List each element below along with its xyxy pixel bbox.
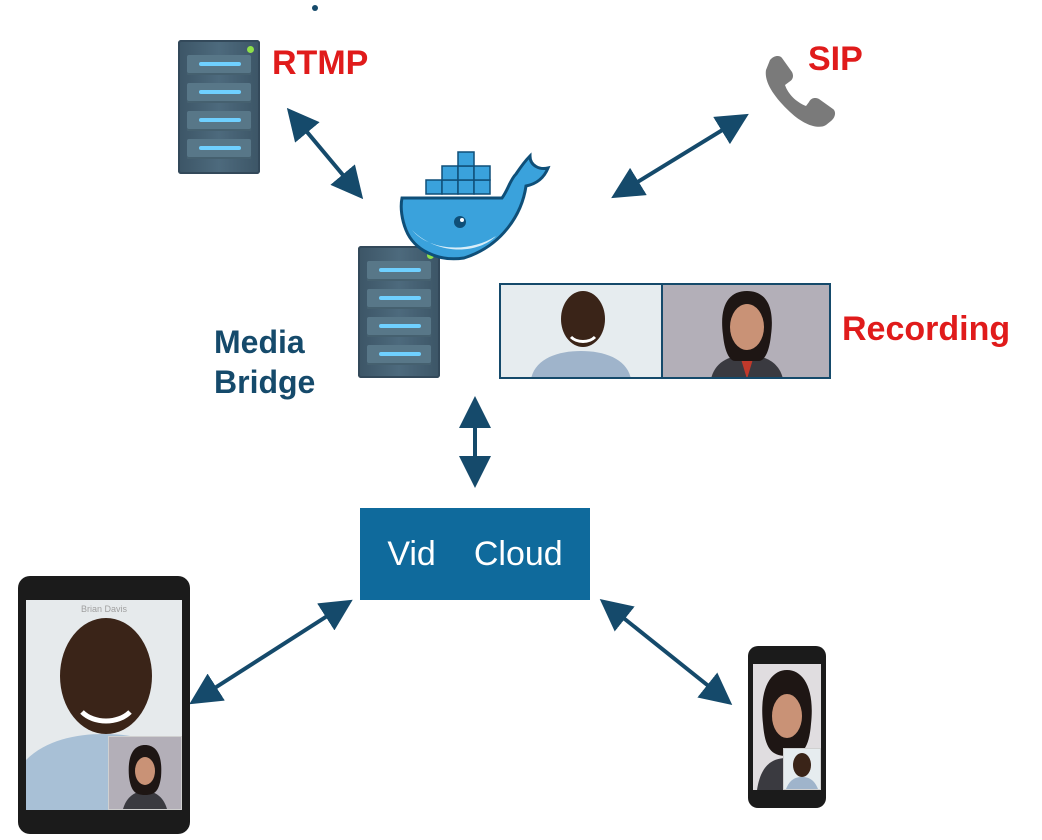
recording-frame-woman [663, 285, 829, 377]
docker-whale-icon [399, 151, 551, 261]
vid-label: Vid [387, 534, 436, 573]
phone-device [748, 646, 826, 808]
recording-label: Recording [842, 310, 1011, 348]
arrow-rtmp-bridge [286, 107, 364, 200]
recording-frame-man [501, 285, 663, 377]
media-bridge-server-icon [358, 246, 440, 378]
tablet-device: Brian Davis [18, 576, 190, 834]
server-slot [187, 83, 251, 103]
phone-screen [753, 664, 821, 790]
server-slot [187, 111, 251, 131]
phone-pip-video [783, 748, 821, 790]
server-slot [187, 139, 251, 159]
server-status-led [247, 46, 254, 53]
server-slot [367, 317, 431, 337]
man-portrait-image [501, 285, 661, 377]
tablet-pip-video [108, 736, 182, 810]
tablet-caller-name: Brian Davis [80, 604, 127, 614]
woman-portrait-image [663, 285, 829, 377]
arrow-sip-bridge [611, 113, 749, 199]
tablet-screen: Brian Davis [26, 600, 182, 810]
woman-pip-image [109, 737, 181, 809]
server-slot [367, 289, 431, 309]
cloud-label: Cloud [473, 534, 563, 573]
media-bridge-label-line2: Bridge [214, 364, 316, 400]
recording-preview [499, 283, 831, 379]
phone-icon [765, 55, 836, 127]
vid-cloud-box: Vid Cloud [360, 508, 590, 600]
rtmp-server-icon [178, 40, 260, 174]
rtmp-label: RTMP [272, 44, 369, 82]
server-slot [367, 261, 431, 281]
sip-label: SIP [808, 40, 863, 78]
arrow-cloud-phone [599, 599, 733, 705]
stray-dot [312, 5, 318, 11]
man-pip-image [784, 749, 820, 789]
media-bridge-label: Media Bridge [214, 322, 315, 402]
media-bridge-label-line1: Media [214, 324, 305, 360]
server-slot [367, 345, 431, 365]
server-slot [187, 55, 251, 75]
arrow-cloud-tablet [189, 599, 353, 705]
